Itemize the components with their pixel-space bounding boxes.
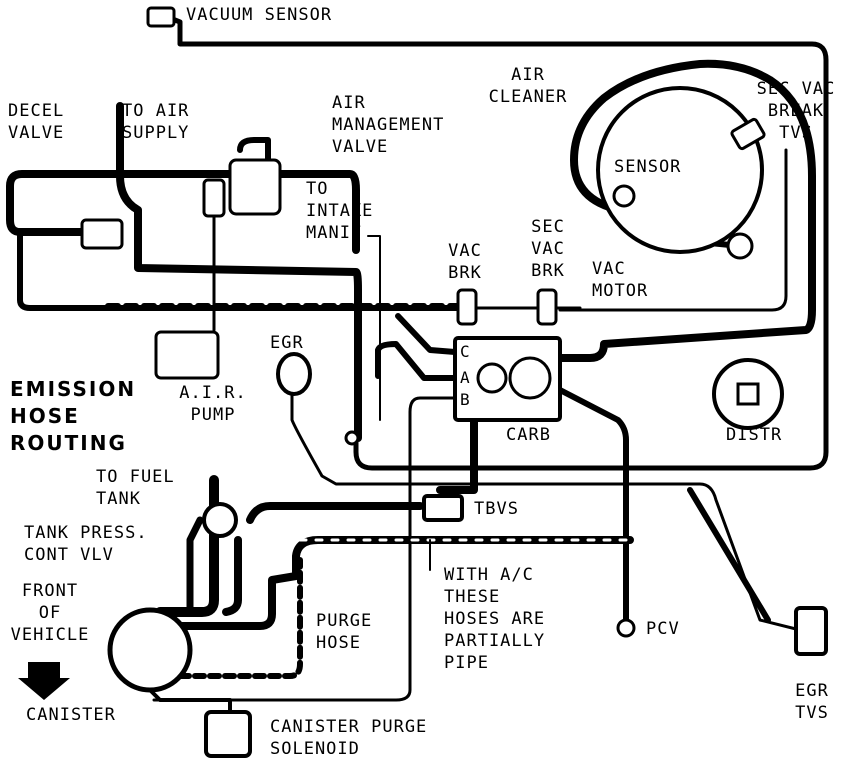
tbvs-label: TBVS [474,499,519,519]
tbvs-body [422,494,464,522]
air-cleaner-label: AIR CLEANER [488,65,568,107]
egr-tvs-body [794,606,828,656]
canister-body [107,607,193,693]
carb-port-c-label: C [460,342,470,361]
air-supply-hose [116,102,362,442]
sec-vac-brk-hose [558,148,788,312]
with-ac-note-label: WITH A/C THESE HOSES ARE PARTIALLY PIPE [444,565,546,673]
tbvs-canister-hose [246,502,424,524]
carb-port-c-hose [395,313,458,355]
vacuum-sensor-hose [167,15,829,471]
to-fuel-tank-label: TO FUEL TANK [96,467,175,509]
sensor-label: SENSOR [614,157,682,177]
sec-vac-break-tvs-label: SEC VAC BREAK TVS [756,79,836,143]
carb-port-b-label: B [460,390,470,409]
to-intake-manif-label: TO INTAKE MANIF [306,179,374,243]
carb-secondary-bore [508,356,552,400]
air-pump-body [154,330,220,380]
sensor-element [612,184,636,208]
canister-label: CANISTER [26,705,116,725]
egr-tvs-label: EGR TVS [795,681,829,723]
emission-hose-routing-title: EMISSION HOSE ROUTING [10,377,137,455]
tank-press-cont-vlv-label: TANK PRESS. CONT VLV [24,523,148,565]
decel-valve-label: DECEL VALVE [8,101,65,143]
carb-port-a-label: A [460,368,470,387]
carb-port-a-hose [375,341,458,381]
decel-valve-body [80,218,124,250]
canister-purge-solenoid-body [204,710,252,758]
pcv-label: PCV [646,619,680,639]
sec-vac-brk-body [536,288,558,326]
air-management-valve-upper-hose [237,137,271,183]
air-cleaner-body [596,86,764,254]
front-of-vehicle-label: FRONT OF VEHICLE [10,581,90,645]
vac-brk-label: VAC BRK [448,241,482,283]
purge-hose-dashed [147,557,303,679]
air-cleaner-hose [556,59,816,362]
distr-label: DISTR [726,425,783,445]
vacuum-sensor-label: VACUUM SENSOR [186,5,333,25]
carb-port-b-hose [152,396,457,702]
distributor-cap-center [736,382,760,406]
sec-vac-break-tvs-body [730,117,766,151]
air-pump-label: A.I.R. PUMP [179,383,247,425]
intake-manifold-fitting [344,430,360,446]
vac-brk-body [456,288,478,326]
egr-label: EGR [270,333,304,353]
decel-valve-hose-loop [6,170,360,254]
pcv-valve-body [616,618,636,638]
egr-tvs-hose [687,487,771,623]
air-management-valve-body [228,158,282,216]
manifold-vacuum-hose [17,229,473,311]
tbvs-hose [436,418,478,494]
purge-hose-label: PURGE HOSE [316,611,373,653]
air-management-valve-label: AIR MANAGEMENT VALVE [332,93,445,157]
vacuum-sensor-body [146,6,176,28]
canister-purge-hose [156,536,634,630]
air-management-valve-cap [202,178,226,218]
vac-motor-body [726,232,754,260]
to-fuel-tank-hose [155,475,219,617]
canister-purge-solenoid-label: CANISTER PURGE SOLENOID [270,717,428,759]
to-intake-manif-leader [367,235,381,421]
to-air-supply-label: TO AIR SUPPLY [122,101,190,143]
pcv-hose [557,387,629,623]
carb-primary-bore [476,362,508,394]
tank-press-to-canister-hose [186,516,204,614]
egr-hose [290,388,802,632]
tank-press-cont-vlv-body [202,502,238,538]
tank-press-to-tbvs-hose [222,536,242,616]
vac-motor-label: VAC MOTOR [592,259,649,301]
front-of-vehicle-arrow-icon [18,662,70,700]
egr-valve-body [276,352,312,396]
sec-vac-brk-label: SEC VAC BRK [531,217,565,281]
carb-label: CARB [506,425,551,445]
